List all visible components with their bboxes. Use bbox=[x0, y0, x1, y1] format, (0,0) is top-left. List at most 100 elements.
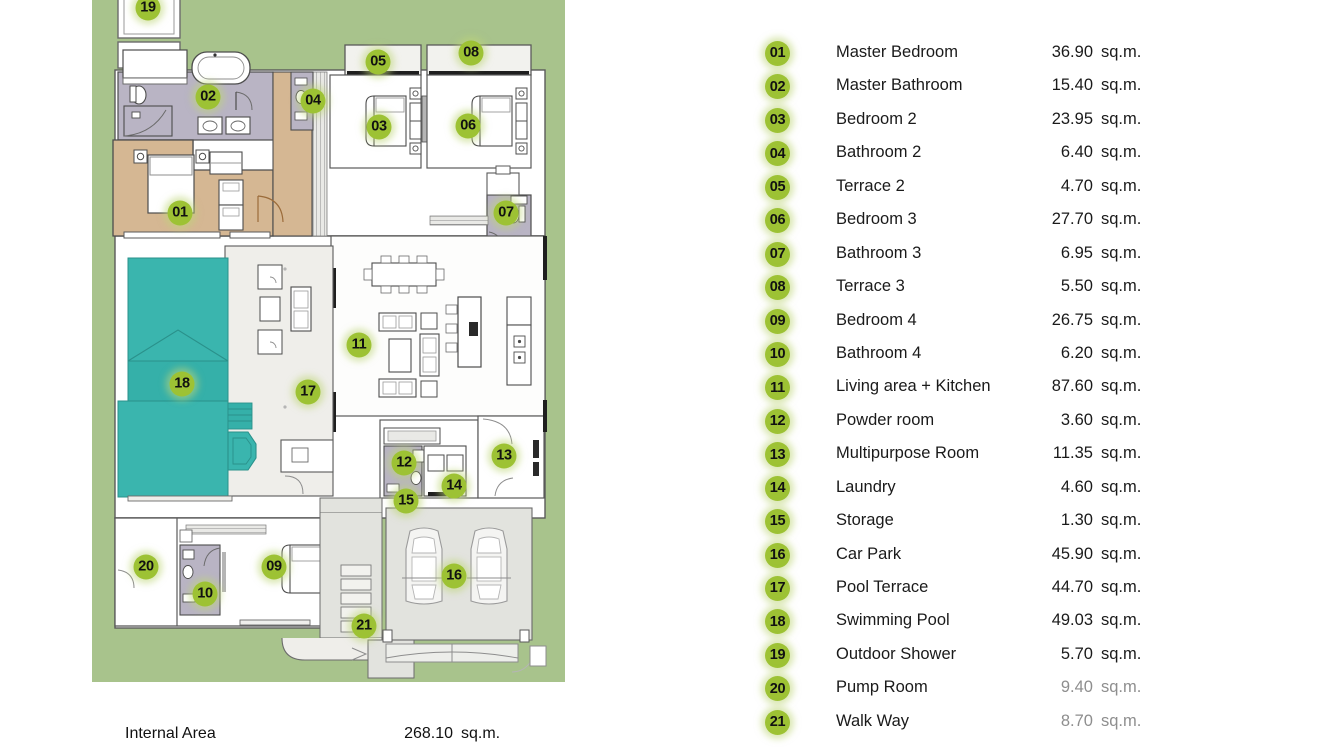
legend-badge-21: 21 bbox=[765, 709, 790, 735]
legend-badge-07: 07 bbox=[765, 241, 790, 267]
legend-room-name: Car Park bbox=[836, 544, 902, 563]
legend-room-name: Powder room bbox=[836, 410, 935, 429]
legend-room-unit: sq.m. bbox=[1101, 143, 1142, 162]
legend-row: 07 Bathroom 3 6.95 sq.m. bbox=[760, 239, 1160, 272]
legend-room-area: 36.90 bbox=[1051, 43, 1093, 61]
legend-room-area: 6.95 bbox=[1060, 243, 1093, 262]
plan-marker-05: 05 bbox=[365, 49, 391, 75]
internal-area-summary: Internal Area 268.10 sq.m. bbox=[0, 725, 700, 753]
legend-badge-01: 01 bbox=[765, 41, 790, 66]
plan-marker-19: 19 bbox=[135, 0, 161, 21]
legend-room-area: 5.70 bbox=[1060, 644, 1093, 663]
legend-room-name: Master Bedroom bbox=[836, 43, 958, 61]
plan-marker-17: 17 bbox=[295, 379, 321, 405]
legend-row: 05 Terrace 2 4.70 sq.m. bbox=[760, 172, 1160, 205]
plan-marker-18: 18 bbox=[169, 371, 195, 397]
plan-marker-01: 01 bbox=[167, 200, 193, 226]
legend-room-name: Bathroom 3 bbox=[836, 243, 922, 262]
legend-room-name: Pump Room bbox=[836, 678, 928, 697]
legend-room-unit: sq.m. bbox=[1101, 377, 1142, 396]
legend-badge-20: 20 bbox=[765, 676, 790, 702]
legend-room-name: Master Bathroom bbox=[836, 76, 963, 95]
legend-room-area: 23.95 bbox=[1051, 109, 1093, 128]
legend-room-unit: sq.m. bbox=[1101, 477, 1142, 496]
legend-room-area: 8.70 bbox=[1060, 711, 1093, 730]
multipurpose-room-13 bbox=[477, 415, 545, 499]
legend-room-name: Storage bbox=[836, 511, 894, 530]
legend-room-area: 45.90 bbox=[1051, 544, 1093, 563]
legend-badge-11: 11 bbox=[765, 375, 790, 401]
plan-marker-12: 12 bbox=[391, 450, 417, 476]
legend-badge-17: 17 bbox=[765, 576, 790, 601]
legend-room-area: 5.50 bbox=[1060, 277, 1093, 296]
plan-marker-02: 02 bbox=[195, 84, 221, 110]
legend-row: 15 Storage 1.30 sq.m. bbox=[760, 506, 1160, 539]
legend-room-name: Multipurpose Room bbox=[836, 444, 980, 463]
plan-marker-14: 14 bbox=[441, 473, 467, 499]
legend-room-name: Bathroom 2 bbox=[836, 143, 922, 162]
legend-room-name: Swimming Pool bbox=[836, 611, 950, 630]
legend-badge-06: 06 bbox=[765, 208, 790, 234]
plan-marker-16: 16 bbox=[441, 563, 467, 589]
legend-room-name: Terrace 2 bbox=[836, 176, 905, 195]
legend-badge-04: 04 bbox=[765, 141, 790, 167]
legend-badge-14: 14 bbox=[765, 475, 790, 501]
legend-badge-12: 12 bbox=[765, 408, 790, 434]
legend-room-unit: sq.m. bbox=[1101, 678, 1142, 697]
plan-marker-07: 07 bbox=[493, 200, 519, 226]
living-kitchen-11 bbox=[235, 235, 546, 432]
legend-room-area: 87.60 bbox=[1051, 377, 1093, 396]
terrace-utility-box bbox=[280, 439, 334, 495]
legend-room-unit: sq.m. bbox=[1101, 511, 1142, 530]
legend-room-area: 4.70 bbox=[1060, 176, 1093, 195]
legend-room-name: Laundry bbox=[836, 477, 896, 496]
legend-room-area: 4.60 bbox=[1060, 477, 1093, 496]
legend-room-name: Walk Way bbox=[836, 711, 910, 730]
legend-badge-13: 13 bbox=[765, 442, 790, 468]
internal-area-value: 268.10 bbox=[404, 725, 453, 742]
legend-room-area: 6.40 bbox=[1060, 143, 1093, 162]
legend-room-unit: sq.m. bbox=[1101, 444, 1142, 463]
legend-room-name: Bathroom 4 bbox=[836, 343, 922, 362]
plan-marker-10: 10 bbox=[192, 581, 218, 607]
internal-area-label: Internal Area bbox=[125, 725, 216, 742]
plan-marker-11: 11 bbox=[346, 332, 372, 358]
legend-badge-05: 05 bbox=[765, 174, 790, 200]
legend-badge-15: 15 bbox=[765, 509, 790, 535]
legend-room-area: 27.70 bbox=[1051, 210, 1093, 229]
legend-room-unit: sq.m. bbox=[1101, 644, 1142, 663]
legend-badge-19: 19 bbox=[765, 642, 790, 668]
plan-marker-13: 13 bbox=[491, 443, 517, 469]
legend-room-area: 9.40 bbox=[1060, 678, 1093, 697]
legend-room-unit: sq.m. bbox=[1101, 410, 1142, 429]
legend-room-area: 6.20 bbox=[1060, 343, 1093, 362]
floor-plan-svg bbox=[92, 0, 565, 682]
legend-badge-09: 09 bbox=[765, 308, 790, 334]
legend-room-unit: sq.m. bbox=[1101, 243, 1142, 262]
legend-badge-10: 10 bbox=[765, 341, 790, 367]
legend-badge-02: 02 bbox=[765, 74, 790, 100]
legend-room-area: 1.30 bbox=[1060, 511, 1093, 530]
plan-marker-15: 15 bbox=[393, 488, 419, 514]
legend-room-area: 15.40 bbox=[1051, 76, 1093, 95]
legend-room-unit: sq.m. bbox=[1101, 176, 1142, 195]
legend-room-unit: sq.m. bbox=[1101, 578, 1142, 596]
plan-marker-09: 09 bbox=[261, 554, 287, 580]
legend-row: 04 Bathroom 2 6.40 sq.m. bbox=[760, 138, 1160, 171]
legend-room-name: Pool Terrace bbox=[836, 578, 929, 596]
legend-badge-18: 18 bbox=[765, 609, 790, 635]
legend-room-name: Bedroom 3 bbox=[836, 210, 917, 229]
plan-marker-08: 08 bbox=[458, 40, 484, 66]
plan-marker-21: 21 bbox=[351, 613, 377, 639]
legend-badge-03: 03 bbox=[765, 107, 790, 133]
